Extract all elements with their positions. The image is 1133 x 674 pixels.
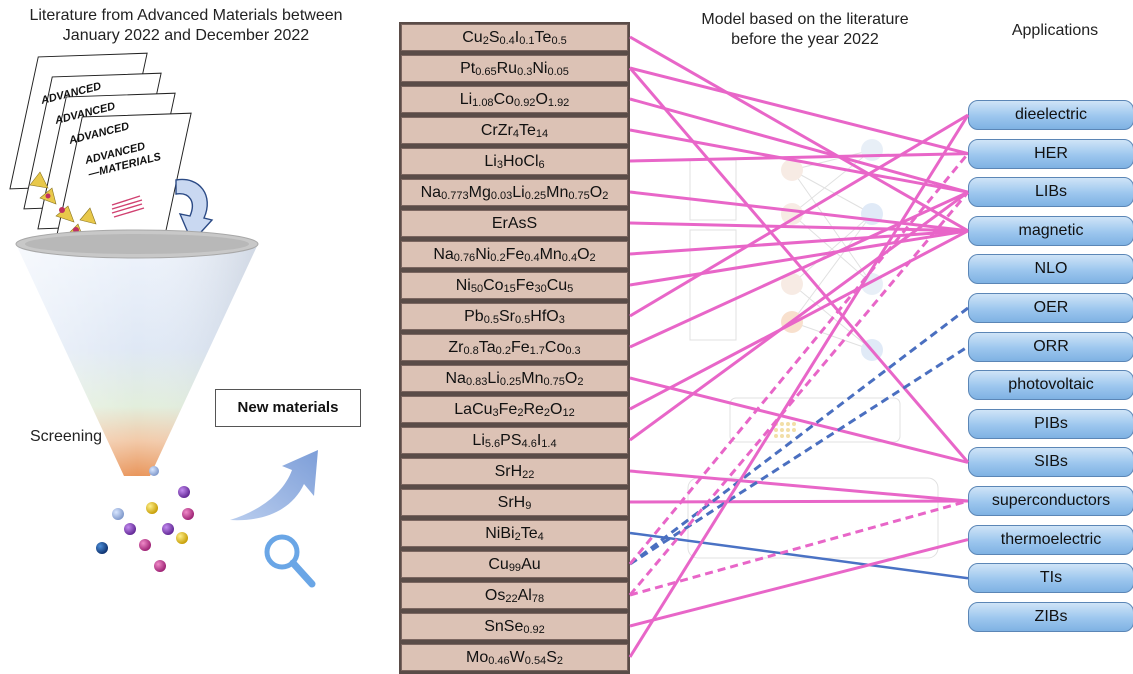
material-row: Mo0.46W0.54S2: [401, 644, 628, 671]
material-row: ErAsS: [401, 210, 628, 237]
new-materials-box: New materials: [215, 389, 361, 427]
link-line: [629, 190, 969, 442]
link-line: [629, 376, 969, 464]
material-row: Li5.6PS4.6I1.4: [401, 427, 628, 454]
model-title-line1: Model based on the literature: [701, 11, 909, 28]
material-row: Os22Al78: [401, 582, 628, 609]
journal-pages: [9, 52, 192, 250]
link-line: [629, 229, 969, 287]
link-line: [629, 66, 969, 156]
application-oer: OER: [968, 293, 1133, 323]
link-line: [628, 67, 970, 464]
application-zibs: ZIBs: [968, 601, 1133, 632]
link-line: [629, 35, 969, 233]
link-line: [629, 152, 969, 163]
material-row: Pb0.5Sr0.5HfO3: [401, 303, 628, 330]
material-row: Li3HoCl6: [401, 148, 628, 175]
material-row: LaCu3Fe2Re2O12: [401, 396, 628, 423]
literature-title: Literature from Advanced Materials betwe…: [0, 6, 372, 46]
link-line: [629, 345, 969, 566]
material-row: Cu99Au: [401, 551, 628, 578]
material-row: Na0.83Li0.25Mn0.75O2: [401, 365, 628, 392]
link-line: [629, 128, 969, 194]
material-row: NiBi2Te4: [401, 520, 628, 547]
link-line: [629, 190, 969, 349]
link-line: [629, 469, 969, 503]
model-title-line2: before the year 2022: [731, 31, 879, 48]
material-row: SnSe0.92: [401, 613, 628, 640]
literature-title-line1: Literature from Advanced Materials betwe…: [29, 7, 343, 24]
link-line: [628, 114, 970, 658]
literature-title-line2: January 2022 and December 2022: [62, 27, 310, 44]
magnifier-icon: [264, 534, 316, 588]
applications-title: Applications: [1011, 22, 1099, 39]
application-nlo: NLO: [968, 254, 1133, 285]
application-photovoltaic: photovoltaic: [968, 370, 1133, 401]
material-row: Li1.08Co0.92O1.92: [401, 86, 628, 113]
application-her: HER: [968, 138, 1133, 169]
link-line: [629, 499, 969, 504]
link-line: [628, 152, 970, 565]
material-row: Na0.773Mg0.03Li0.25Mn0.75O2: [401, 179, 628, 206]
application-thermoelectric: thermoelectric: [968, 524, 1133, 555]
link-line: [629, 531, 969, 580]
material-row: CrZr4Te14: [401, 117, 628, 144]
link-line: [629, 306, 969, 566]
link-line: [629, 190, 969, 233]
link-line: [629, 113, 969, 318]
link-line: [629, 538, 969, 628]
material-row: SrH22: [401, 458, 628, 485]
link-line: [629, 97, 969, 194]
application-libs: LIBs: [968, 177, 1133, 208]
material-row: SrH9: [401, 489, 628, 516]
application-dieelectric: dieelectric: [968, 100, 1133, 130]
link-line: [628, 191, 970, 596]
link-line: [629, 229, 969, 411]
model-title: Model based on the literature before the…: [668, 10, 942, 50]
link-line: [629, 499, 969, 597]
growth-arrow-icon: [230, 450, 318, 521]
screening-label: Screening: [30, 428, 103, 445]
material-row: Zr0.8Ta0.2Fe1.7Co0.3: [401, 334, 628, 361]
application-magnetic: magnetic: [968, 215, 1133, 246]
application-orr: ORR: [968, 331, 1133, 362]
material-particles-icon: [96, 466, 194, 572]
material-row: Ni50Co15Fe30Cu5: [401, 272, 628, 299]
application-tis: TIs: [968, 563, 1133, 594]
material-row: Na0.76Ni0.2Fe0.4Mn0.4O2: [401, 241, 628, 268]
application-sibs: SIBs: [968, 447, 1133, 478]
funnel-icon: [15, 229, 259, 476]
application-superconductors: superconductors: [968, 486, 1133, 516]
application-pibs: PIBs: [968, 408, 1133, 439]
material-row: Cu2S0.4I0.1Te0.5: [401, 24, 628, 51]
link-line: [629, 221, 969, 233]
material-row: Pt0.65Ru0.3Ni0.05: [401, 55, 628, 82]
